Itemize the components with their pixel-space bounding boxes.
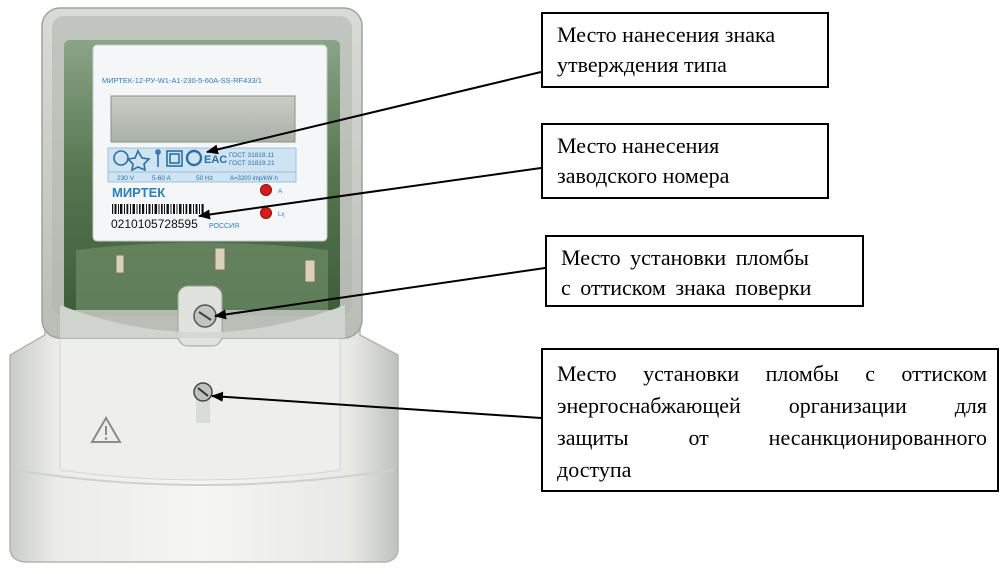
warning-triangle-icon bbox=[90, 416, 122, 443]
arrow-energy-seal bbox=[211, 391, 542, 419]
arrow-serial bbox=[198, 167, 542, 220]
eac-mark: EAC bbox=[204, 154, 227, 166]
frequency-label: 50 Hz bbox=[196, 175, 213, 182]
callout-serial-line2: заводского номера bbox=[557, 163, 730, 188]
gost-1: ГОСТ 31818.11 bbox=[229, 152, 274, 159]
led-a-indicator bbox=[260, 184, 272, 196]
callout-serial-line1: Место нанесения bbox=[557, 133, 720, 158]
callout-type-approval-line2: утверждения типа bbox=[557, 52, 727, 77]
callout-verification-line2: с оттиском знака поверки bbox=[561, 275, 812, 300]
barcode bbox=[111, 203, 205, 215]
gost-2: ГОСТ 31819.21 bbox=[229, 160, 275, 167]
svg-text:A: A bbox=[278, 188, 283, 195]
callout-energy-line4: доступа bbox=[557, 457, 632, 482]
callout-verification-line1: Место установки пломбы bbox=[561, 245, 809, 270]
brand-logo: МИРТЕК bbox=[112, 185, 165, 200]
callout-energy-line2: энергоснабжающей организации для bbox=[557, 393, 987, 418]
arrow-verification-seal bbox=[214, 267, 546, 320]
callout-type-approval: Место нанесения знака утверждения типа bbox=[541, 12, 829, 88]
callout-energy-line3: защиты от несанкционированного bbox=[557, 425, 987, 450]
callout-energy-line1: Место установки пломбы с оттиском bbox=[557, 361, 987, 386]
callout-energy-seal: Место установки пломбы с оттиском энерго… bbox=[541, 348, 999, 492]
constant-label: A=3200 imp/kW·h bbox=[230, 176, 278, 182]
arrow-type-approval bbox=[206, 71, 542, 155]
model-label: МИРТЕК-12-РУ-W1-A1-230-5-60А-SS-RF433/1 bbox=[102, 76, 262, 85]
serial-number: 0210105728595 bbox=[111, 217, 198, 231]
callout-serial-number: Место нанесения заводского номера bbox=[541, 123, 829, 199]
callout-type-approval-line1: Место нанесения знака bbox=[557, 22, 776, 47]
lcd-display bbox=[110, 95, 296, 143]
led-lhs-indicator bbox=[260, 207, 272, 219]
current-label: 5-60 A bbox=[152, 175, 171, 182]
callout-verification-seal: Место установки пломбы с оттиском знака … bbox=[545, 235, 864, 307]
voltage-label: 230 V bbox=[117, 175, 135, 182]
country-label: РОССИЯ bbox=[209, 223, 239, 230]
svg-text:Lҳ: Lҳ bbox=[278, 212, 284, 218]
certification-symbols bbox=[113, 149, 203, 172]
